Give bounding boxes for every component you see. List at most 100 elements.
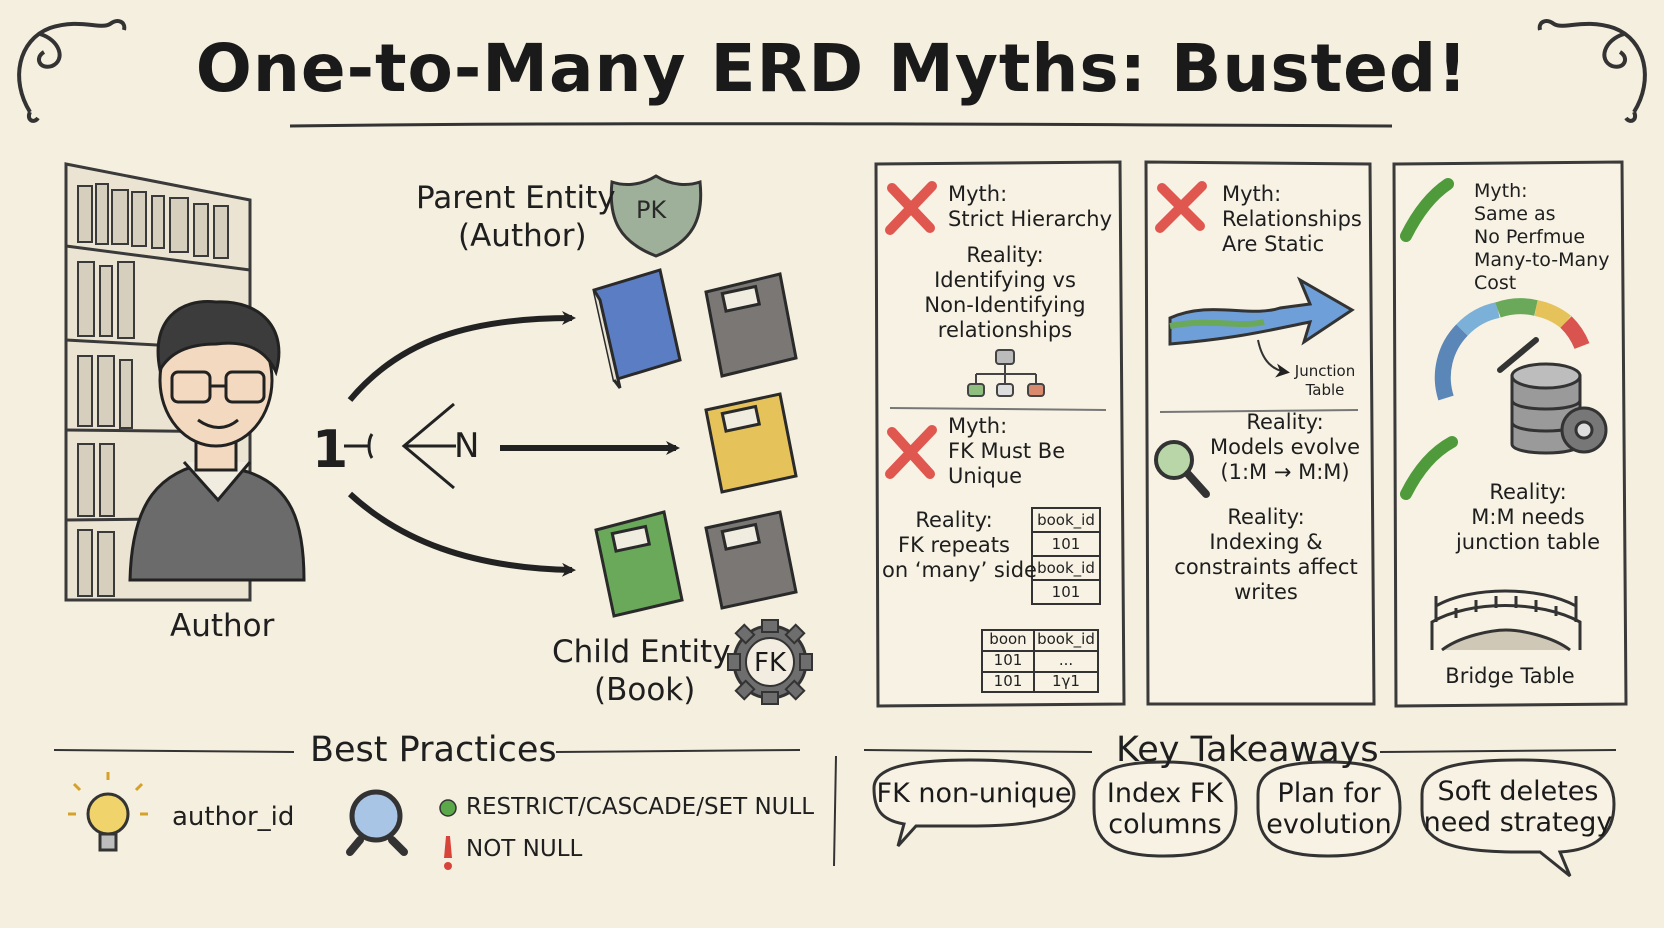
magnifier-icon [346, 789, 408, 856]
key-takeaways-heading: Key Takeaways [1116, 730, 1379, 770]
parent-entity-sub: (Author) [458, 218, 587, 254]
page-title: One-to-Many ERD Myths: Busted! [195, 30, 1469, 107]
table-cell: 101 [993, 672, 1023, 690]
speech-bubble-frames [872, 758, 1616, 878]
junction-label: Junction [1294, 362, 1356, 380]
reality-line: relationships [937, 318, 1073, 342]
junction-label: Table [1305, 381, 1345, 399]
takeaway-bubble: Index FK columns [1094, 764, 1236, 854]
takeaway-text: Index FK [1106, 778, 1224, 809]
bridge-table-label: Bridge Table [1445, 664, 1575, 688]
bridge-icon [1430, 589, 1582, 652]
title-underline [289, 122, 1393, 128]
card-dividers [889, 407, 1359, 413]
myth-text: Same as [1474, 203, 1556, 225]
myth-text: Strict Hierarchy [948, 207, 1112, 231]
reality-heading: Reality: [1246, 410, 1324, 434]
pk-badge: PK [636, 196, 667, 224]
child-entity-sub: (Book) [594, 672, 696, 708]
database-icon [1510, 362, 1608, 455]
table-cell: 101 [993, 651, 1023, 669]
book-icon [594, 510, 684, 618]
takeaway-text: need strategy [1423, 807, 1613, 838]
book-icon [704, 392, 798, 494]
takeaway-text: columns [1108, 809, 1222, 840]
reality-heading: Reality: [1227, 505, 1305, 529]
myth-text: Are Static [1222, 232, 1325, 256]
reality-line: FK repeats [898, 533, 1010, 557]
lightbulb-icon [68, 772, 148, 852]
table-cell: 101 [1051, 535, 1081, 553]
author-label: Author [170, 608, 275, 644]
corner-flourish-right [1537, 19, 1647, 123]
child-entity-label: Child Entity [552, 634, 731, 670]
check-mark-icon [1400, 178, 1454, 242]
myth-heading: Myth: [1222, 182, 1282, 206]
table-cell: boon [989, 630, 1027, 648]
x-mark-icon [1155, 181, 1207, 233]
myth-heading: Myth: [948, 414, 1008, 438]
reality-heading: Reality: [1489, 480, 1567, 504]
warning-icon [444, 836, 452, 870]
parent-entity-label: Parent Entity [416, 180, 616, 216]
author-id-label: author_id [172, 802, 295, 832]
takeaway-text: evolution [1266, 809, 1392, 840]
best-practices-heading: Best Practices [310, 730, 557, 770]
table-cell: 101 [1051, 583, 1081, 601]
author-avatar [128, 300, 306, 582]
magnifier-icon [1154, 440, 1210, 498]
table-cell: ... [1058, 651, 1074, 669]
takeaway-text: Soft deletes [1437, 776, 1599, 807]
restrict-cascade-label: RESTRICT/CASCADE/SET NULL [466, 794, 815, 820]
reality-line: Non-Identifying [924, 293, 1086, 317]
book-icon [704, 510, 798, 610]
tree-icon [967, 349, 1045, 397]
not-null-label: NOT NULL [466, 836, 583, 862]
arrow-icon [1168, 276, 1355, 378]
myth-heading: Myth: [1474, 180, 1528, 202]
myth-text: Many-to-Many [1474, 249, 1610, 271]
x-mark-icon [885, 181, 937, 235]
table-cell: book_id [1037, 559, 1095, 577]
reality-line: on ‘many’ side [882, 558, 1037, 582]
takeaway-bubble: Soft deletes need strategy [1422, 762, 1614, 852]
bookshelf-icon [64, 162, 252, 602]
takeaway-text: Plan for [1277, 778, 1381, 809]
shield-icon [609, 174, 703, 258]
reality-line: junction table [1455, 530, 1601, 554]
takeaway-bubble: FK non-unique [874, 760, 1074, 826]
reality-line: writes [1234, 580, 1298, 604]
fk-table-diagram [981, 507, 1101, 693]
reality-line: constraints affect [1174, 555, 1358, 579]
myth-heading: Myth: [948, 182, 1008, 206]
reality-line: Identifying vs [934, 268, 1076, 292]
book-icon [704, 272, 798, 378]
reality-line: (1:M → M:M) [1220, 460, 1350, 484]
relationship-arrows [347, 311, 680, 577]
x-mark-icon [885, 425, 937, 479]
cardinality-many: N [454, 426, 480, 466]
myth-text: Cost [1474, 272, 1517, 294]
reality-heading: Reality: [966, 243, 1044, 267]
myth-text: Relationships [1222, 207, 1362, 231]
myth-text: Unique [948, 464, 1023, 488]
takeaway-bubble: Plan for evolution [1258, 764, 1400, 854]
reality-heading: Reality: [915, 508, 993, 532]
table-cell: 1γ1 [1052, 672, 1080, 690]
gear-icon [727, 619, 813, 705]
section-dividers [53, 749, 1617, 867]
table-cell: book_id [1037, 511, 1095, 529]
myth-text: No Perfmue [1474, 226, 1586, 248]
myth-text: FK Must Be [948, 439, 1066, 463]
fk-badge: FK [754, 648, 787, 678]
corner-flourish-left [17, 19, 127, 123]
takeaway-text: FK non-unique [876, 777, 1072, 809]
table-cell: book_id [1037, 630, 1095, 648]
check-mark-icon [1400, 436, 1458, 500]
gauge-icon [1434, 298, 1590, 401]
cardinality-one: 1 [312, 420, 349, 480]
book-icon [592, 268, 682, 389]
reality-line: Models evolve [1209, 435, 1361, 459]
